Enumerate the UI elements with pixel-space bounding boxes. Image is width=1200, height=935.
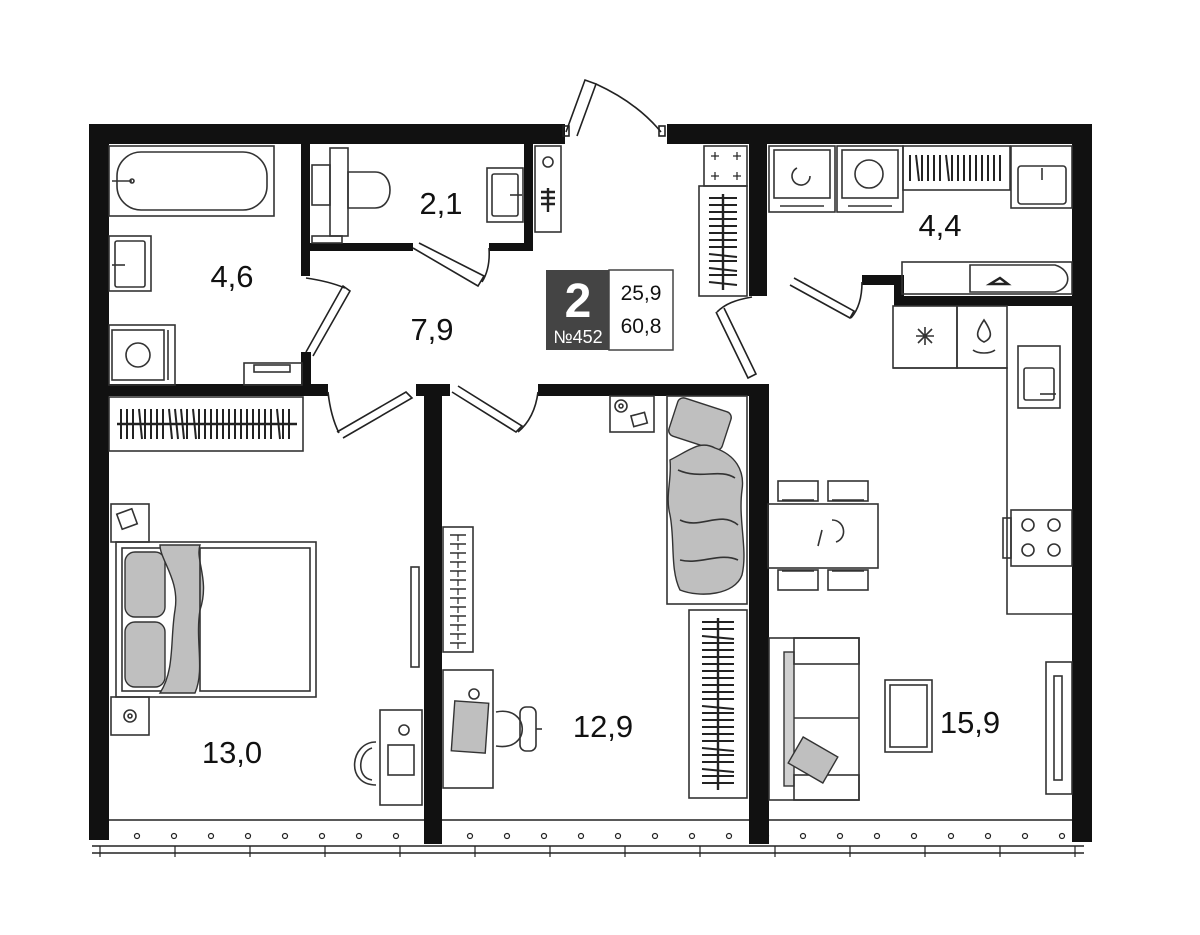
living-area: 25,9 <box>621 282 662 305</box>
washing-machine <box>109 325 175 385</box>
coffee-table <box>885 680 932 752</box>
toilet <box>312 148 390 243</box>
bedside-table-top <box>111 504 149 542</box>
hallway-cabinet <box>704 146 747 186</box>
area-kitchen-living: 15,9 <box>940 705 1000 740</box>
area-hallway: 7,9 <box>410 312 453 347</box>
bedroom-desk <box>355 710 422 805</box>
window-strip <box>92 820 1084 857</box>
kids-bedside <box>610 396 654 432</box>
area-laundry: 4,4 <box>918 208 961 243</box>
kids-wardrobe <box>689 610 747 798</box>
apartment-number: №452 <box>553 327 602 347</box>
bedroom-mirror <box>411 567 419 667</box>
laundry-rack <box>903 146 1010 190</box>
boiler <box>535 146 561 232</box>
laundry-washer <box>769 146 835 212</box>
area-bedroom: 13,0 <box>202 735 262 770</box>
info-badge: 2 №452 25,9 60,8 <box>546 270 673 350</box>
area-bathroom: 4,6 <box>210 259 253 294</box>
double-bed <box>116 542 316 697</box>
ironing-board <box>902 262 1072 294</box>
bedroom-wardrobe <box>109 397 303 451</box>
single-bed <box>667 396 747 604</box>
area-toilet: 2,1 <box>419 186 462 221</box>
kitchen-counter <box>893 346 1072 614</box>
kids-desk <box>443 670 542 788</box>
rooms-count: 2 <box>565 275 592 328</box>
kitchen-sink-cabinet <box>957 306 1007 368</box>
hallway-wardrobe <box>699 186 747 296</box>
area-kids-room: 12,9 <box>573 709 633 744</box>
tv-unit <box>1046 662 1072 794</box>
total-area: 60,8 <box>621 315 662 338</box>
toilet-sink <box>487 168 523 222</box>
laundry-sink <box>1011 146 1072 208</box>
dining-table <box>768 481 878 590</box>
cooktop <box>1003 510 1072 566</box>
laundry-dryer <box>837 146 903 212</box>
bedside-table-bottom <box>111 697 149 735</box>
entrance-door[interactable] <box>563 80 665 136</box>
bathroom-sink <box>109 236 151 291</box>
bathroom-shelf <box>244 363 302 385</box>
fridge <box>893 306 957 368</box>
bookshelf <box>443 527 473 652</box>
sofa <box>769 638 859 800</box>
bathtub <box>109 146 274 216</box>
